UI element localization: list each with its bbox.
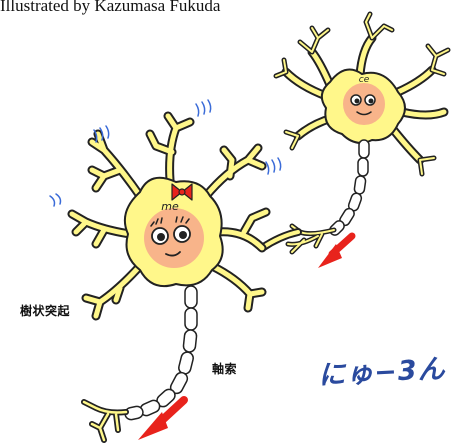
neuron-large: me — [72, 116, 266, 440]
face-text-small: ce — [359, 75, 370, 85]
label-axon: 軸索 — [212, 360, 237, 377]
face-small — [344, 84, 384, 124]
axon-terminal-large — [84, 402, 126, 440]
brand-text: にゅ−3ん — [317, 347, 446, 393]
credit-text: Illustrated by Kazumasa Fukuda — [0, 0, 220, 16]
axon-small — [328, 140, 369, 237]
arrow-small — [318, 236, 352, 268]
face-text-large: me — [161, 200, 179, 213]
neuron-small: ce — [276, 14, 448, 252]
label-dendrite: 樹状突起 — [20, 302, 70, 319]
